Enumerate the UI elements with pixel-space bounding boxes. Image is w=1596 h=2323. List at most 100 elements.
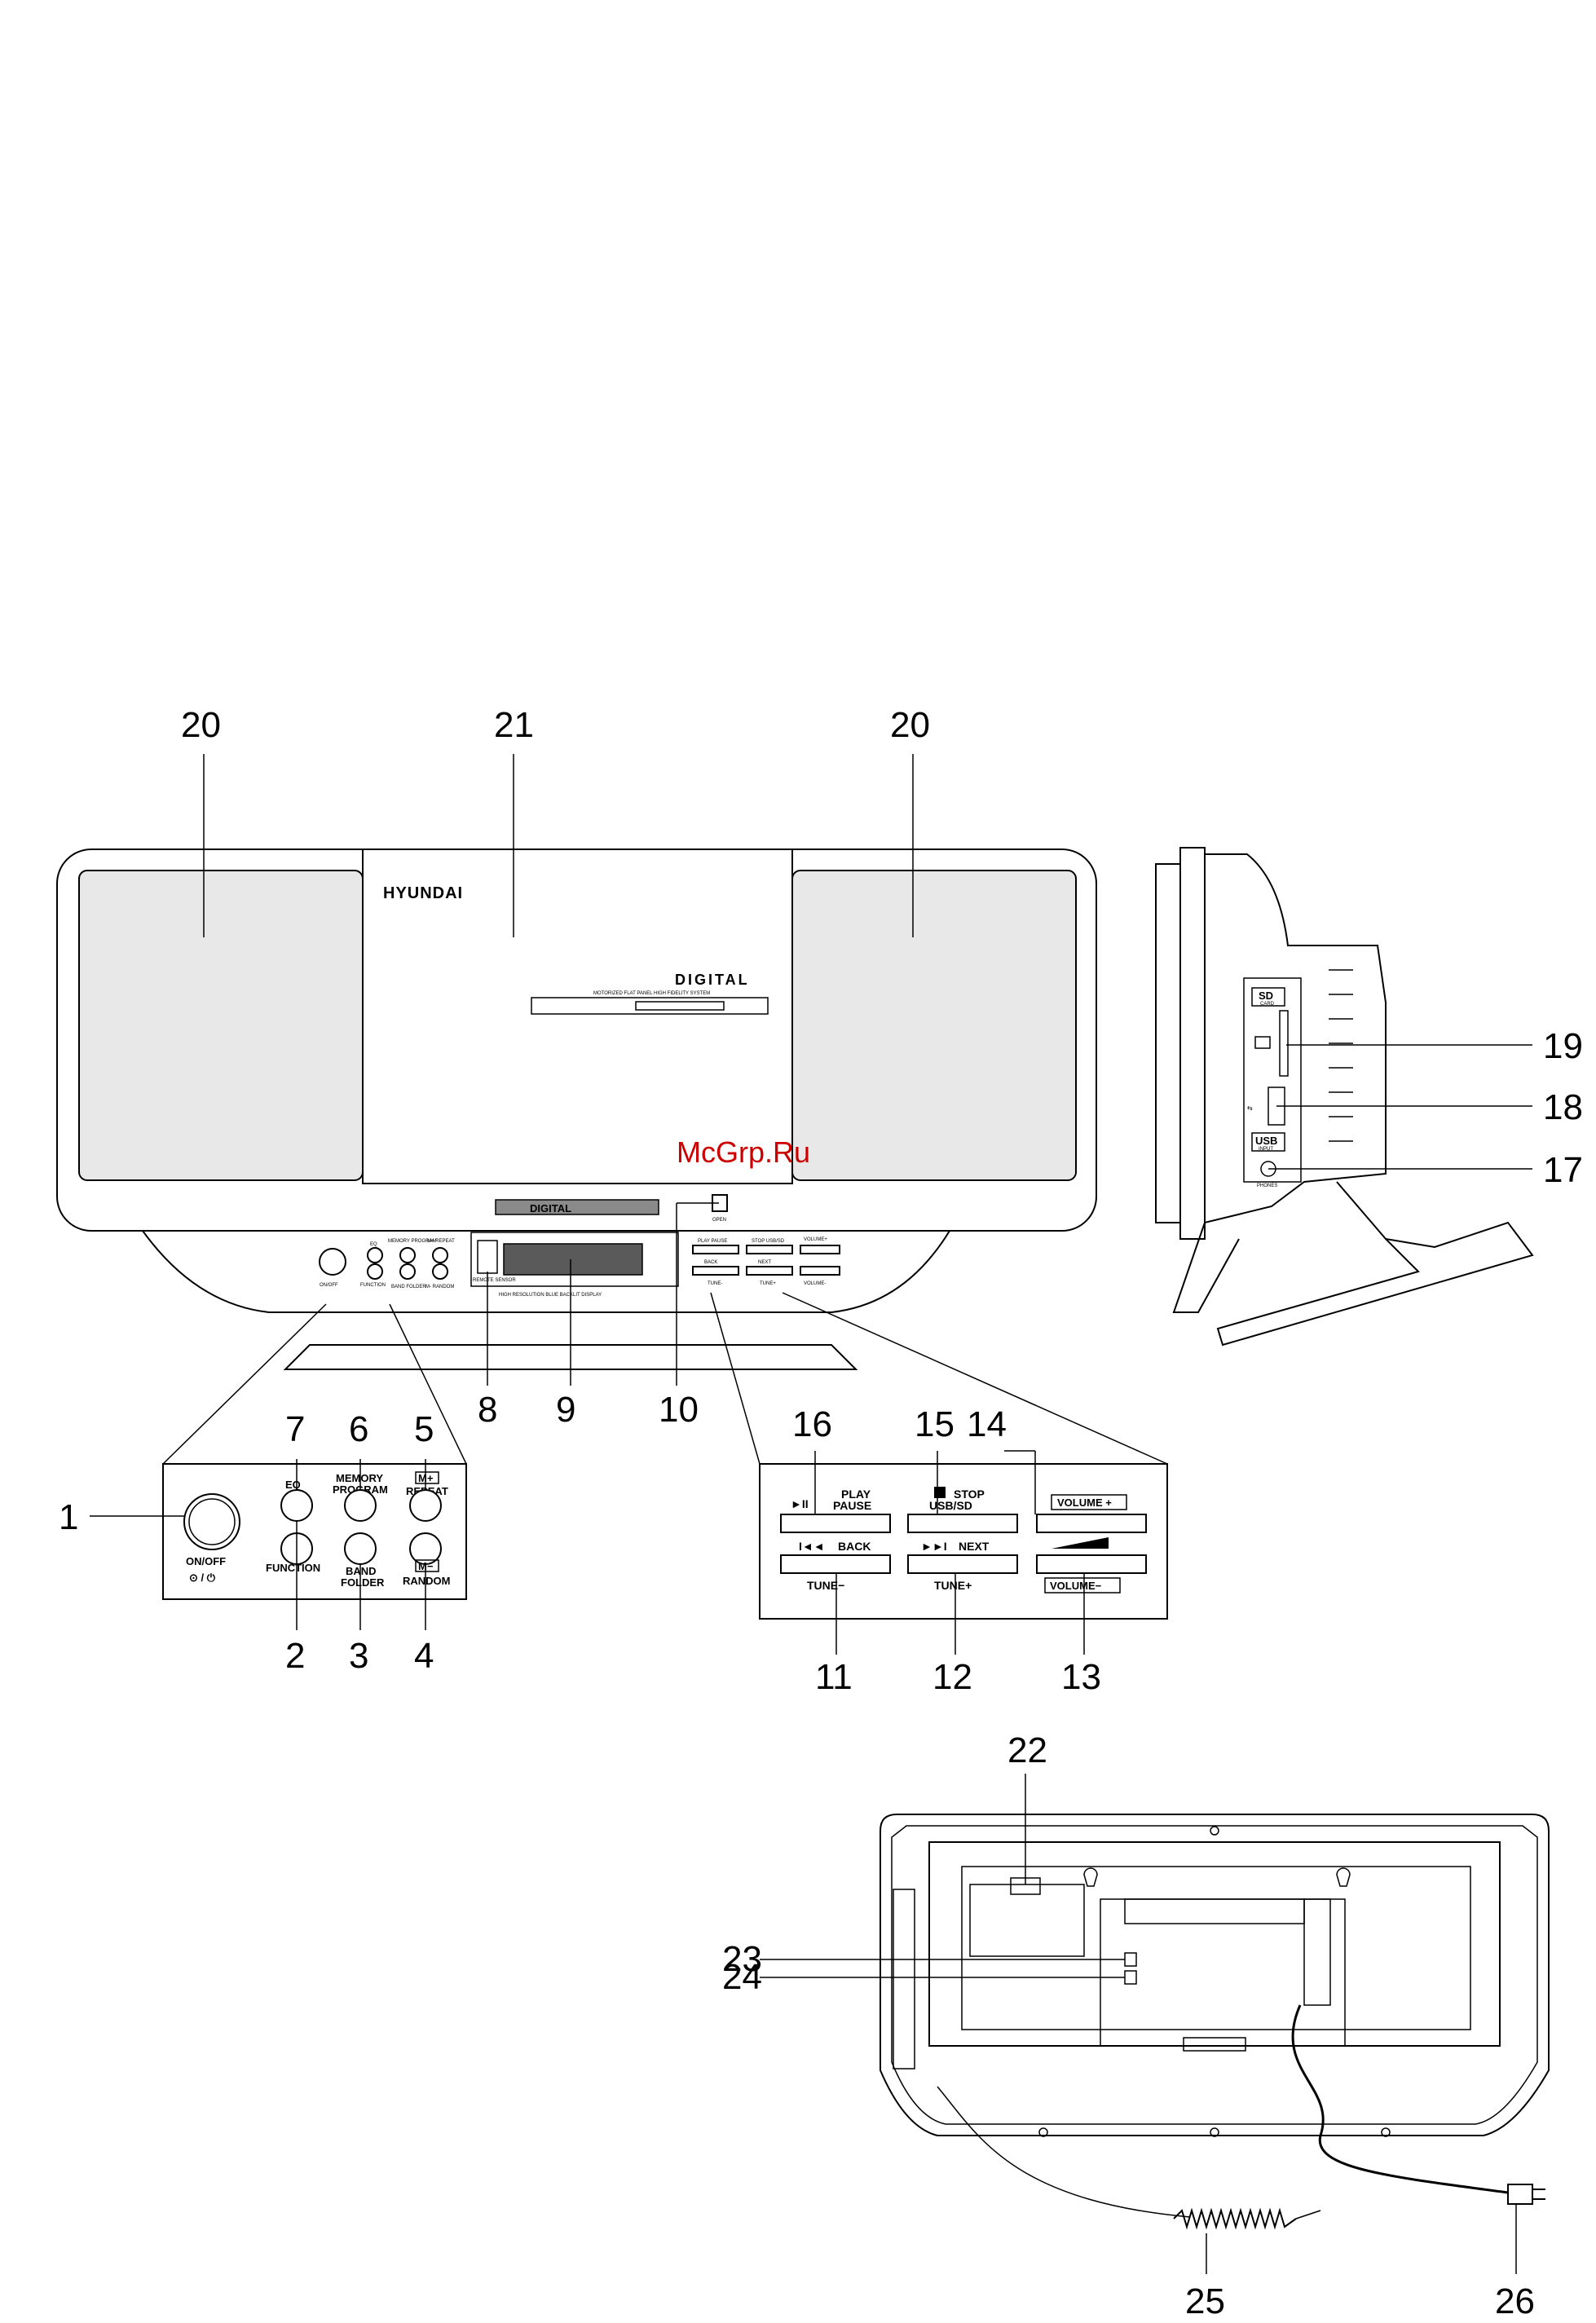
band-folder-button[interactable] xyxy=(344,1532,377,1565)
callout-9: 9 xyxy=(556,1390,575,1430)
back-inner-shell xyxy=(891,1825,1538,2125)
front-back-label: BACK xyxy=(704,1260,717,1265)
front-repeat-button[interactable] xyxy=(432,1247,448,1263)
left-panel-frame xyxy=(162,1463,467,1600)
cd-slot-bar xyxy=(531,997,769,1015)
callout-3: 3 xyxy=(349,1636,368,1676)
front-back-button[interactable] xyxy=(692,1266,739,1276)
front-eq-button[interactable] xyxy=(367,1247,383,1263)
front-random-button[interactable] xyxy=(432,1263,448,1280)
callout-2: 2 xyxy=(285,1636,305,1676)
volume-ramp-icon xyxy=(1052,1537,1109,1549)
callout-24: 24 xyxy=(722,1957,762,1997)
sd-card-slot[interactable] xyxy=(1279,1010,1289,1077)
callout-17: 17 xyxy=(1543,1150,1583,1190)
volume-plus-label: VOLUME + xyxy=(1057,1497,1112,1509)
callout-8: 8 xyxy=(478,1390,497,1430)
front-next-button[interactable] xyxy=(746,1266,793,1276)
on-off-button-inner xyxy=(188,1498,236,1545)
callout-20-left: 20 xyxy=(181,705,221,745)
fm-antenna-wire xyxy=(937,2086,1191,2218)
pause-label: PAUSE xyxy=(833,1499,871,1512)
side-front-plate xyxy=(1155,863,1181,1223)
front-play-button[interactable] xyxy=(692,1245,739,1254)
phones-label: PHONES xyxy=(1257,1184,1277,1188)
function-label: FUNCTION xyxy=(266,1562,320,1574)
back-bottom-clip xyxy=(1183,2037,1246,2052)
front-band-button[interactable] xyxy=(399,1263,416,1280)
callout-22: 22 xyxy=(1007,1730,1047,1770)
front-power-button[interactable] xyxy=(319,1248,346,1276)
lcd-display xyxy=(503,1243,643,1276)
right-speaker-grille xyxy=(791,870,1077,1181)
on-off-button[interactable] xyxy=(183,1493,240,1550)
power-cord xyxy=(1291,2004,1509,2194)
left-zoom-panel: ON/OFF ⊙ / ⏻ EQ FUNCTION MEMORY PROGRAM … xyxy=(162,1303,467,1600)
back-tune-minus-button[interactable] xyxy=(780,1554,891,1574)
front-volume-plus-label: VOLUME+ xyxy=(804,1237,827,1242)
back-icon: I◄◄ xyxy=(799,1540,825,1553)
callout-20-right: 20 xyxy=(890,705,930,745)
tune-minus-label: TUNE− xyxy=(807,1579,844,1592)
callout-26: 26 xyxy=(1495,2281,1535,2321)
callout-25: 25 xyxy=(1185,2281,1225,2321)
wall-mount-hole-right xyxy=(1336,1867,1351,1887)
front-volume-minus-button[interactable] xyxy=(800,1266,840,1276)
usb-logo-sub: INPUT xyxy=(1259,1147,1273,1152)
stop-icon xyxy=(934,1487,946,1498)
back-inner-recess xyxy=(961,1866,1471,2030)
front-stand-base xyxy=(283,1344,858,1370)
digital-title: DIGITAL xyxy=(675,972,750,988)
front-stop-button[interactable] xyxy=(746,1245,793,1254)
front-eq-label: EQ xyxy=(370,1242,377,1247)
sd-logo: SD xyxy=(1259,990,1273,1002)
volume-minus-box xyxy=(1044,1577,1121,1593)
m-plus-box xyxy=(415,1471,439,1484)
callout-14: 14 xyxy=(967,1404,1007,1444)
callout-11: 11 xyxy=(815,1657,853,1697)
back-bottom-screw-3 xyxy=(1381,2127,1391,2137)
side-lower-panel xyxy=(1172,1222,1240,1313)
front-function-button[interactable] xyxy=(367,1263,383,1280)
repeat-button[interactable] xyxy=(409,1489,442,1522)
front-stop-label: STOP USB/SD xyxy=(752,1239,785,1244)
right-panel-frame xyxy=(759,1463,1168,1620)
back-left-latch xyxy=(893,1889,915,2070)
play-pause-icon: ►II xyxy=(791,1497,809,1510)
front-volume-plus-button[interactable] xyxy=(800,1245,840,1254)
eq-button[interactable] xyxy=(280,1489,313,1522)
callout-19: 19 xyxy=(1543,1026,1583,1066)
back-label: BACK xyxy=(838,1540,871,1553)
back-outer-shell xyxy=(880,1814,1550,2136)
sd-card-icon xyxy=(1254,1036,1271,1049)
next-tune-plus-button[interactable] xyxy=(907,1554,1018,1574)
back-view xyxy=(880,1814,1550,2230)
sd-logo-sub: CARD xyxy=(1260,1002,1275,1007)
antenna-jack-24[interactable] xyxy=(1124,1970,1137,1985)
remote-sensor-label: REMOTE SENSOR xyxy=(473,1278,516,1283)
volume-plus-button[interactable] xyxy=(1036,1514,1147,1533)
callout-21: 21 xyxy=(494,705,534,745)
front-function-label: FUNCTION xyxy=(360,1283,386,1288)
play-label: PLAY xyxy=(841,1488,871,1501)
play-pause-button[interactable] xyxy=(780,1514,891,1533)
front-play-label: PLAY PAUSE xyxy=(698,1239,727,1244)
front-open-label: OPEN xyxy=(712,1218,726,1223)
battery-cover xyxy=(969,1884,1085,1957)
memory-program-button[interactable] xyxy=(344,1489,377,1522)
next-icon: ►►I xyxy=(921,1540,947,1553)
remote-sensor-window xyxy=(477,1240,498,1274)
callout-23: 23 xyxy=(722,1939,762,1979)
volume-minus-button[interactable] xyxy=(1036,1554,1147,1574)
back-recess xyxy=(928,1841,1501,2047)
memory-label: MEMORY xyxy=(336,1472,383,1484)
antenna-jack-23[interactable] xyxy=(1124,1952,1137,1967)
callout-4: 4 xyxy=(414,1636,434,1676)
on-off-symbols: ⊙ / ⏻ xyxy=(189,1571,216,1584)
stop-usb-sd-button[interactable] xyxy=(907,1514,1018,1533)
band-label: BAND xyxy=(346,1565,377,1577)
right-zoom-panel: ►II PLAY PAUSE STOP USB/SD VOLUME + I◄◄ … xyxy=(710,1292,1168,1620)
front-tune-plus-label: TUNE+ xyxy=(760,1281,776,1286)
front-memory-button[interactable] xyxy=(399,1247,416,1263)
